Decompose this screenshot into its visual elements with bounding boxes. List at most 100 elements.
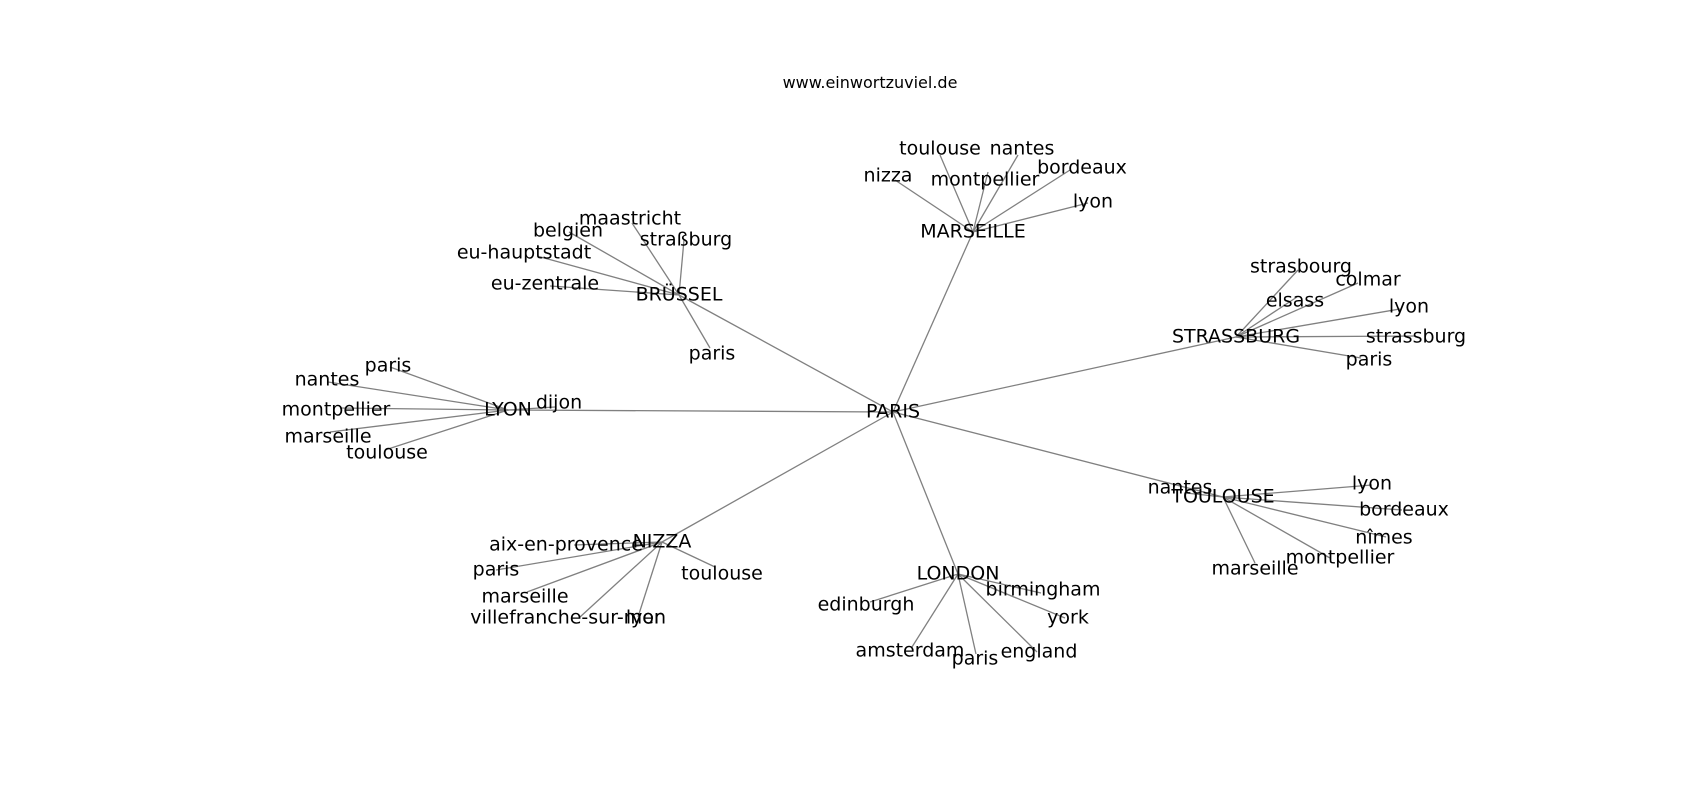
leaf-london-paris: paris bbox=[952, 648, 999, 670]
node-lyon: LYON bbox=[484, 399, 532, 421]
edge-london-paris bbox=[957, 573, 977, 655]
leaf-marseille-montpellier: montpellier bbox=[931, 169, 1040, 191]
edge-bruessel-maastricht bbox=[631, 222, 680, 296]
edge-strassburg-strasbourg bbox=[1235, 269, 1299, 338]
edge-toulouse-montpellier bbox=[1222, 496, 1331, 559]
edge-lyon-marseille bbox=[329, 409, 509, 433]
leaf-london-england: england bbox=[1001, 641, 1078, 663]
leaf-london-york: york bbox=[1047, 607, 1089, 629]
edge-marseille-nantes bbox=[972, 154, 1019, 233]
leaf-strassburg-colmar: colmar bbox=[1335, 269, 1401, 291]
edge-lyon-montpellier bbox=[339, 407, 509, 411]
leaf-bruessel-paris: paris bbox=[689, 343, 736, 365]
leaf-nizza-paris: paris bbox=[473, 559, 520, 581]
edge-marseille-bordeaux bbox=[972, 169, 1071, 233]
edge-paris-lyon bbox=[507, 409, 894, 413]
edge-bruessel-eu-zentrale bbox=[549, 285, 680, 296]
leaf-toulouse-nimes: nîmes bbox=[1355, 527, 1412, 549]
leaf-marseille-lyon: lyon bbox=[1073, 191, 1113, 213]
edge-strassburg-strassburg bbox=[1235, 335, 1416, 338]
edge-strassburg-paris bbox=[1235, 336, 1362, 359]
leaf-marseille-toulouse: toulouse bbox=[899, 138, 981, 160]
leaf-nizza-lyon: lyon bbox=[626, 607, 666, 629]
edge-marseille-lyon bbox=[972, 202, 1089, 233]
edge-strassburg-lyon bbox=[1235, 308, 1401, 338]
node-toulouse: TOULOUSE bbox=[1170, 486, 1274, 508]
edge-marseille-montpellier bbox=[972, 171, 989, 233]
graph-title: www.einwortzuviel.de bbox=[783, 73, 958, 92]
edge-bruessel-strassburg bbox=[678, 239, 685, 296]
leaf-toulouse-lyon: lyon bbox=[1352, 473, 1392, 495]
leaf-nizza-marseille: marseille bbox=[481, 586, 568, 608]
edge-london-amsterdam bbox=[911, 573, 959, 648]
edge-paris-bruessel bbox=[678, 294, 894, 413]
leaf-lyon-toulouse: toulouse bbox=[346, 442, 428, 464]
leaf-toulouse-montpellier: montpellier bbox=[1286, 547, 1395, 569]
node-strassburg: STRASSBURG bbox=[1172, 326, 1300, 348]
edge-bruessel-paris bbox=[678, 294, 711, 349]
edge-strassburg-elsass bbox=[1235, 296, 1298, 338]
edge-toulouse-marseille bbox=[1222, 496, 1256, 564]
edge-paris-nizza bbox=[661, 411, 894, 543]
leaf-lyon-marseille: marseille bbox=[284, 426, 371, 448]
leaf-marseille-nizza: nizza bbox=[864, 165, 913, 187]
leaf-nizza-toulouse: toulouse bbox=[681, 563, 763, 585]
node-nizza: NIZZA bbox=[633, 531, 692, 553]
leaf-marseille-nantes: nantes bbox=[990, 138, 1055, 160]
edge-london-birmingham bbox=[957, 573, 1042, 594]
edge-nizza-lyon bbox=[637, 541, 663, 618]
edge-strassburg-colmar bbox=[1235, 282, 1359, 338]
leaf-bruessel-eu-hauptstadt: eu-hauptstadt bbox=[457, 242, 591, 264]
edge-london-england bbox=[957, 573, 1038, 653]
leaf-london-edinburgh: edinburgh bbox=[818, 594, 915, 616]
edge-toulouse-nantes bbox=[1185, 492, 1224, 498]
leaf-strassburg-strassburg: strassburg bbox=[1366, 326, 1466, 348]
leaf-strassburg-strasbourg: strasbourg bbox=[1250, 256, 1352, 278]
edge-bruessel-eu-hauptstadt bbox=[536, 255, 680, 296]
edge-lyon-dijon bbox=[507, 406, 556, 411]
leaf-lyon-montpellier: montpellier bbox=[282, 399, 391, 421]
leaf-lyon-paris: paris bbox=[365, 355, 412, 377]
leaf-lyon-dijon: dijon bbox=[536, 392, 582, 414]
leaf-strassburg-paris: paris bbox=[1346, 349, 1393, 371]
leaf-strassburg-elsass: elsass bbox=[1266, 290, 1324, 312]
edge-paris-london bbox=[892, 411, 959, 575]
leaf-toulouse-marseille: marseille bbox=[1211, 558, 1298, 580]
edge-paris-toulouse bbox=[892, 411, 1224, 498]
edge-nizza-paris bbox=[495, 541, 663, 571]
leaf-bruessel-strassburg: straßburg bbox=[640, 229, 732, 251]
edge-toulouse-bordeaux bbox=[1222, 496, 1403, 511]
leaf-strassburg-lyon: lyon bbox=[1389, 296, 1429, 318]
edge-toulouse-nimes bbox=[1222, 496, 1387, 538]
edge-paris-strassburg bbox=[892, 336, 1237, 413]
leaf-nizza-aix-en-provence: aix-en-provence bbox=[489, 534, 643, 556]
edge-nizza-marseille bbox=[526, 541, 663, 593]
edge-bruessel-belgien bbox=[568, 231, 680, 296]
edge-london-york bbox=[957, 573, 1066, 619]
edge-paris-marseille bbox=[892, 231, 974, 413]
leaf-nizza-villefranche-sur-mer: villefranche-sur-mer bbox=[470, 607, 662, 629]
leaf-marseille-bordeaux: bordeaux bbox=[1037, 157, 1127, 179]
leaf-lyon-nantes: nantes bbox=[295, 369, 360, 391]
edge-toulouse-lyon bbox=[1222, 484, 1373, 498]
edge-layer bbox=[327, 154, 1416, 655]
edge-nizza-aix-en-provence bbox=[573, 541, 663, 546]
leaf-bruessel-belgien: belgien bbox=[533, 220, 603, 242]
leaf-bruessel-maastricht: maastricht bbox=[579, 208, 681, 230]
edge-lyon-paris bbox=[389, 366, 509, 411]
node-bruessel: BRÜSSEL bbox=[636, 283, 723, 306]
edge-nizza-toulouse bbox=[661, 541, 716, 568]
leaf-london-birmingham: birmingham bbox=[986, 579, 1101, 601]
leaf-toulouse-bordeaux: bordeaux bbox=[1359, 499, 1449, 521]
node-london: LONDON bbox=[917, 563, 1000, 585]
edge-lyon-nantes bbox=[327, 381, 509, 411]
node-marseille: MARSEILLE bbox=[920, 221, 1025, 243]
leaf-london-amsterdam: amsterdam bbox=[856, 640, 965, 662]
edge-nizza-villefranche-sur-mer bbox=[579, 541, 663, 618]
edge-london-edinburgh bbox=[869, 573, 959, 603]
edge-marseille-nizza bbox=[894, 179, 974, 233]
edge-lyon-toulouse bbox=[384, 409, 509, 451]
leaf-toulouse-nantes: nantes bbox=[1148, 477, 1213, 499]
